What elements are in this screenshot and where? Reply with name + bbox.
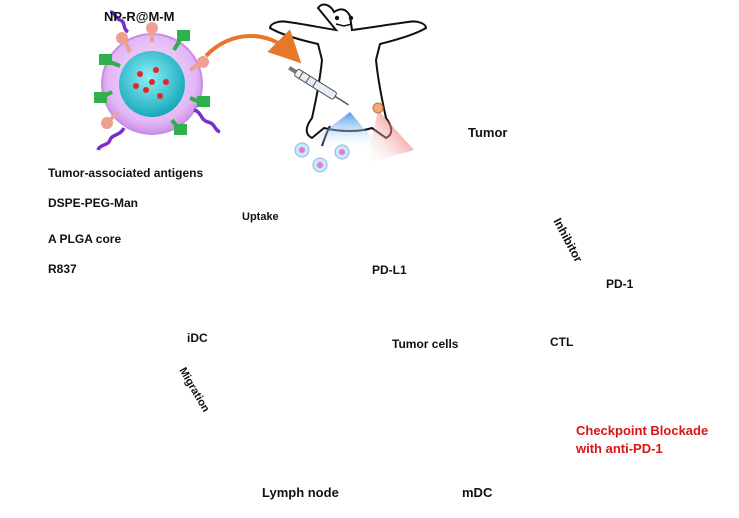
injection-beam: [300, 112, 382, 150]
tumor-label: Tumor: [468, 125, 508, 140]
idc-label: iDC: [187, 331, 208, 345]
legend-item-r837: R837: [48, 262, 77, 276]
nanoparticle-illustration: [94, 10, 221, 151]
pdl1-label: PD-L1: [372, 263, 407, 277]
tumor-beam: [366, 110, 414, 164]
tumor-site-marker: [372, 102, 384, 114]
legend-text: R837: [48, 262, 77, 276]
nanoparticle-label: NP-R@M-M: [104, 9, 175, 24]
ctl-label: CTL: [550, 335, 574, 349]
injection-arrow: [204, 29, 302, 64]
pd1-label: PD-1: [606, 277, 634, 291]
uptake-label: Uptake: [242, 211, 279, 223]
injected-particles: [294, 142, 350, 173]
legend-item-plga-core: A PLGA core: [48, 232, 121, 246]
legend-text: Tumor-associated antigens: [48, 166, 204, 180]
legend-item-antigens: Tumor-associated antigens: [48, 166, 203, 180]
legend-item-dspe-peg-man: DSPE-PEG-Man: [48, 196, 138, 210]
checkpoint-label-line2: with anti-PD-1: [576, 441, 663, 456]
legend-text: DSPE-PEG-Man: [48, 196, 139, 210]
tumor-cells-label: Tumor cells: [392, 337, 459, 351]
lymph-node-label: Lymph node: [262, 485, 339, 500]
syringe-icon: [288, 66, 349, 106]
checkpoint-label-line1: Checkpoint Blockade: [576, 423, 709, 438]
mdc-label: mDC: [462, 485, 493, 500]
legend-text: A PLGA core: [48, 232, 122, 246]
